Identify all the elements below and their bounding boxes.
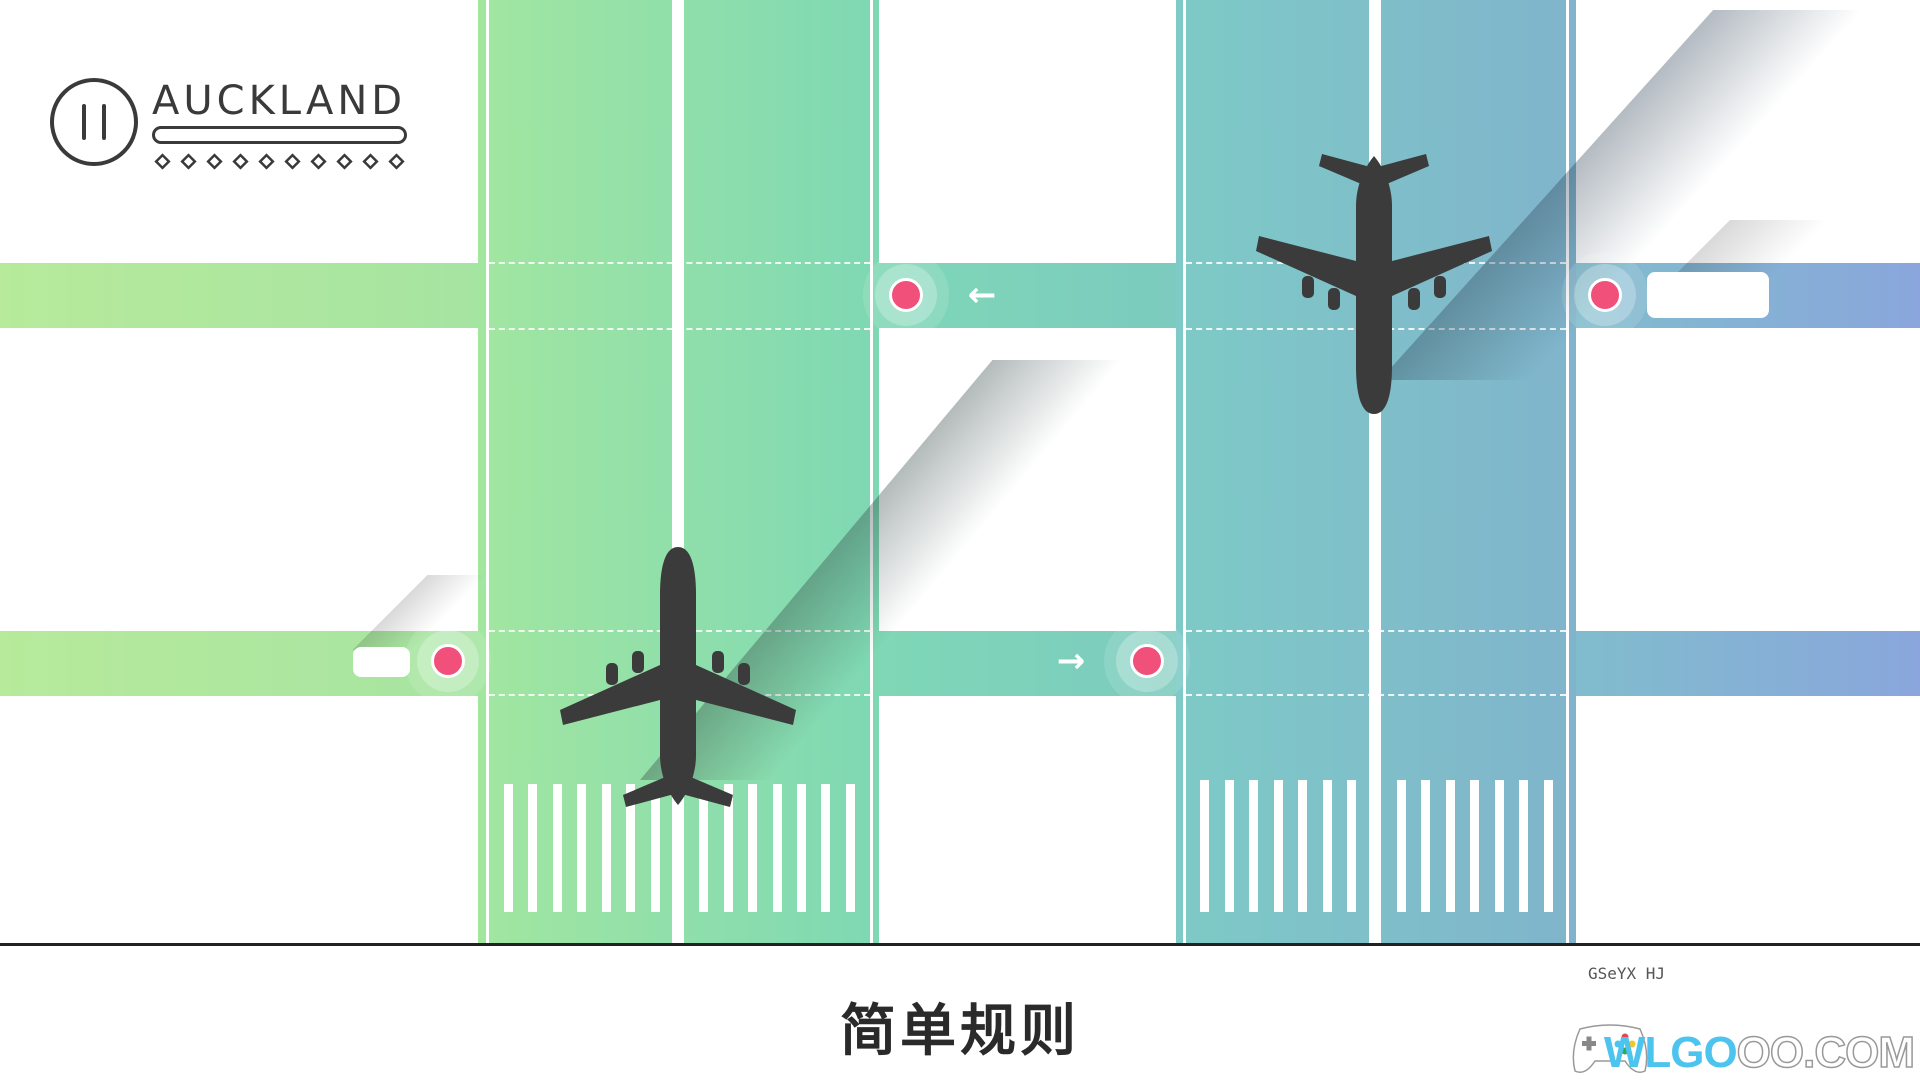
- runway-right-edge: [1183, 0, 1186, 943]
- airplane-icon[interactable]: [1254, 153, 1494, 418]
- road-top: [0, 263, 1920, 328]
- car: [1647, 272, 1769, 318]
- watermark-brand: WLGO: [1603, 1028, 1738, 1077]
- progress-diamond: [206, 153, 223, 170]
- runway-threshold-right: [1200, 780, 1553, 912]
- crossing-dash: [1186, 630, 1566, 632]
- progress-diamonds: [154, 153, 405, 170]
- runway-left-edge: [486, 0, 489, 943]
- airplane-icon[interactable]: [558, 543, 798, 808]
- progress-diamond: [180, 153, 197, 170]
- progress-diamond: [232, 153, 249, 170]
- signal-light[interactable]: [889, 278, 923, 312]
- city-name: AUCKLAND: [152, 78, 407, 124]
- arrow-right-icon: →: [1056, 641, 1086, 681]
- progress-diamond: [336, 153, 353, 170]
- pause-icon[interactable]: [48, 76, 140, 168]
- crossing-dash: [489, 262, 870, 264]
- progress-bar: [152, 126, 407, 144]
- crossing-dash: [489, 328, 870, 330]
- progress-diamond: [310, 153, 327, 170]
- gamepad-icon: [1572, 1024, 1648, 1073]
- watermark-logo: WLGOOO.COM: [1603, 1027, 1916, 1078]
- runway-right-edge: [1566, 0, 1569, 943]
- progress-diamond: [258, 153, 275, 170]
- signal-light[interactable]: [1588, 278, 1622, 312]
- arrow-left-icon: ←: [967, 275, 997, 315]
- game-scene: ← → AUCKLAND: [0, 0, 1920, 943]
- watermark-tag: GSeYX HJ: [1588, 964, 1666, 983]
- runway-threshold-left: [504, 784, 855, 912]
- subtitle-bar: 简单规则 GSeYX HJ WLGOOO.COM: [0, 943, 1920, 1080]
- progress-diamond: [154, 153, 171, 170]
- runway-left-edge: [870, 0, 873, 943]
- car: [353, 647, 410, 677]
- road-bottom: [0, 631, 1920, 696]
- signal-light[interactable]: [1130, 644, 1164, 678]
- progress-diamond: [362, 153, 379, 170]
- progress-diamond: [284, 153, 301, 170]
- progress-diamond: [388, 153, 405, 170]
- caption: 简单规则: [840, 999, 1080, 1064]
- signal-light[interactable]: [431, 644, 465, 678]
- watermark-brand-rest: OO.COM: [1736, 1027, 1916, 1078]
- crossing-dash: [1186, 694, 1566, 696]
